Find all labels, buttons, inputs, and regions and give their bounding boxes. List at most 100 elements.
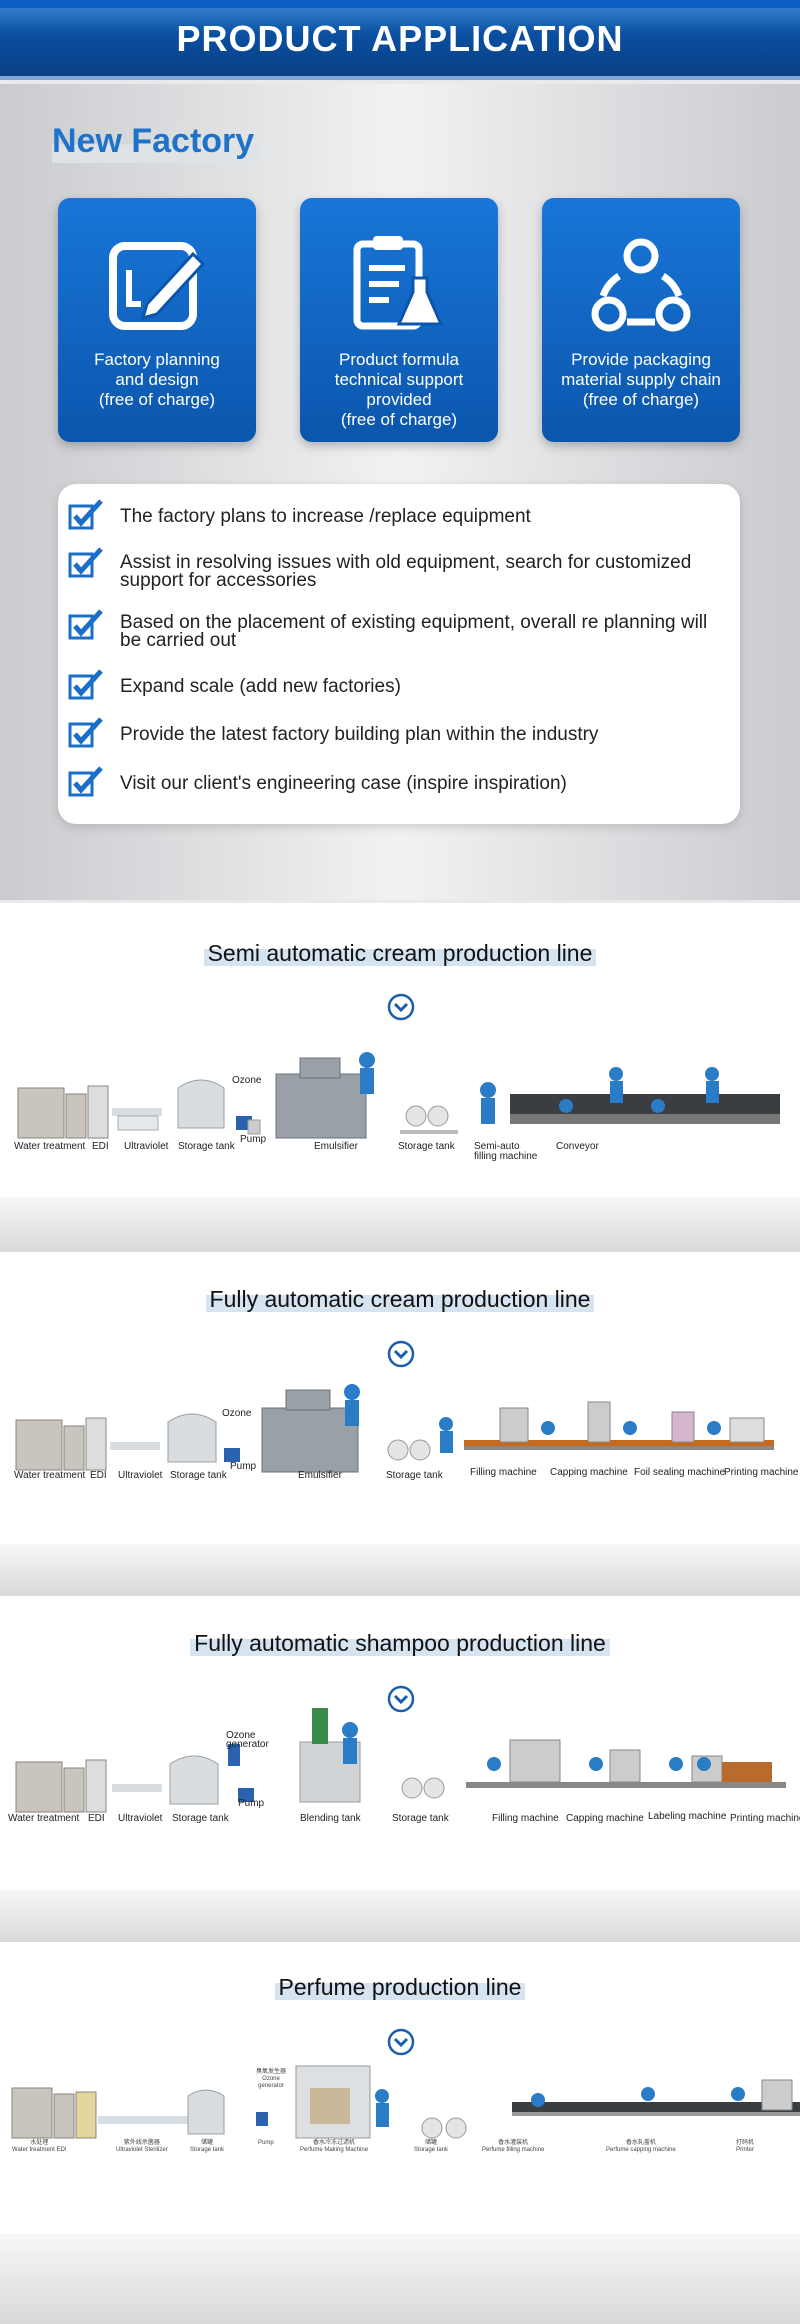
header-banner: PRODUCT APPLICATION	[0, 0, 800, 80]
checklist-text: support for accessories	[120, 570, 317, 591]
label-line: Ozone	[262, 2076, 280, 2082]
checkbox-checked-icon	[68, 609, 103, 640]
card-text-line: technical support	[334, 370, 464, 389]
equipment-label: generator	[226, 1739, 269, 1750]
label-line: 打码机	[736, 2140, 755, 2146]
clipboard-flask-icon	[353, 236, 444, 330]
section-divider	[0, 1890, 800, 1942]
new-factory-title: New Factory	[52, 122, 259, 163]
label-line: Water treatment EDI	[12, 2147, 67, 2153]
equipment-label: Printing machine	[724, 1467, 799, 1478]
equipment-label: Emulsifier	[298, 1470, 342, 1481]
card-packaging-supply: Provide packaging material supply chain …	[542, 198, 740, 442]
checklist-text: Expand scale (add new factories)	[120, 676, 401, 697]
card-factory-planning: Factory planning and design (free of cha…	[58, 198, 256, 442]
line-title-text: Perfume production line	[274, 1974, 526, 2000]
equipment-label: Storage tank	[172, 1813, 229, 1824]
line-title-text: Fully automatic shampoo production line	[190, 1630, 610, 1656]
label-line: 储罐	[201, 2140, 214, 2146]
banner-stripe	[0, 0, 800, 8]
card-text-line: Product formula	[339, 350, 459, 369]
equipment-label: Storage tank	[392, 1813, 449, 1824]
equipment-label: Foil sealing machine	[634, 1467, 726, 1478]
equipment-label: Ozone	[232, 1075, 262, 1086]
service-checklist: The factory plans to increase /replace e…	[58, 484, 740, 824]
label-line: 臭氧发生器	[256, 2069, 287, 2075]
section-divider	[0, 2234, 800, 2324]
equipment-label: Capping machine	[566, 1813, 644, 1824]
line-title: Semi automatic cream production line	[0, 940, 800, 967]
line-title: Fully automatic shampoo production line	[0, 1630, 800, 1657]
label-line: Storage tank	[414, 2147, 449, 2153]
checklist-text: Provide the latest factory building plan…	[120, 724, 599, 745]
label-line: Storage tank	[190, 2147, 225, 2153]
chevron-down-icon	[387, 993, 415, 1021]
label-line: Pump	[258, 2140, 274, 2146]
label-line: 香水轧盖机	[625, 2140, 656, 2146]
equipment-label: Water treatment	[14, 1141, 86, 1152]
label-line: 水处理	[30, 2140, 49, 2146]
equipment-label: Ozone	[222, 1408, 252, 1419]
checklist-text: Assist in resolving issues with old equi…	[120, 552, 692, 573]
equipment-label: EDI	[92, 1141, 109, 1152]
equipment-label: Capping machine	[550, 1467, 628, 1478]
equipment-label: Semi-auto	[474, 1141, 520, 1152]
equipment-label: Pump	[258, 2140, 274, 2147]
equipment-label: Pump	[240, 1134, 267, 1145]
section-divider	[0, 1197, 800, 1252]
label-line: 紫外线杀菌器	[123, 2140, 160, 2146]
line-title: Fully automatic cream production line	[0, 1286, 800, 1313]
label-line: 储罐	[425, 2140, 438, 2146]
chevron-down-icon	[387, 2028, 415, 2056]
label-line: Perfume filling machine	[482, 2147, 545, 2153]
equipment-label: EDI	[88, 1813, 105, 1824]
checkbox-checked-icon	[68, 717, 103, 748]
equipment-label: Ultraviolet	[124, 1141, 169, 1152]
equipment-label: Ultraviolet	[118, 1813, 163, 1824]
card-text-line: (free of charge)	[98, 390, 216, 409]
line-title: Perfume production line	[0, 1974, 800, 2001]
equipment-label: Storage tank	[398, 1141, 455, 1152]
label-line: Perfume capping machine	[606, 2147, 676, 2153]
chevron-down-icon	[387, 1685, 415, 1713]
production-line-illustration	[17, 1052, 780, 1139]
equipment-label: Pump	[230, 1461, 257, 1472]
label-line: 香水冷冻过滤机	[313, 2140, 356, 2146]
equipment-label: Conveyor	[556, 1141, 599, 1152]
equipment-label: Filling machine	[470, 1467, 537, 1478]
card-text-line: material supply chain	[561, 370, 721, 389]
pencil-edit-icon	[109, 242, 206, 330]
equipment-label: Water treatment	[14, 1470, 86, 1481]
equipment-label: Storage tank	[170, 1470, 227, 1481]
card-product-formula: Product formula technical support provid…	[300, 198, 498, 442]
label-line: Ultraviolet Sterilizer	[116, 2147, 168, 2153]
equipment-label: Ozone	[226, 1730, 256, 1741]
section-divider	[0, 1544, 800, 1596]
label-line: generator	[258, 2083, 284, 2089]
checklist-text: The factory plans to increase /replace e…	[120, 506, 531, 527]
production-line-illustration	[11, 2065, 800, 2139]
checkbox-checked-icon	[68, 547, 103, 578]
checklist-text: be carried out	[120, 630, 237, 651]
card-text-line: Factory planning	[94, 350, 220, 369]
equipment-label: Emulsifier	[314, 1141, 358, 1152]
label-line: Printer	[736, 2147, 754, 2153]
chevron-down-icon	[387, 1340, 415, 1368]
checkbox-checked-icon	[68, 766, 103, 797]
checkbox-checked-icon	[68, 499, 103, 530]
page-title: PRODUCT APPLICATION	[176, 18, 624, 59]
equipment-label: Labeling machine	[648, 1811, 727, 1822]
equipment-label: Storage tank	[386, 1470, 443, 1481]
production-line-illustration	[15, 1384, 774, 1473]
line-title-text: Semi automatic cream production line	[203, 940, 597, 966]
label-line: 香水灌装机	[498, 2140, 529, 2146]
checkbox-checked-icon	[68, 669, 103, 700]
production-line-illustration	[15, 1708, 786, 1813]
